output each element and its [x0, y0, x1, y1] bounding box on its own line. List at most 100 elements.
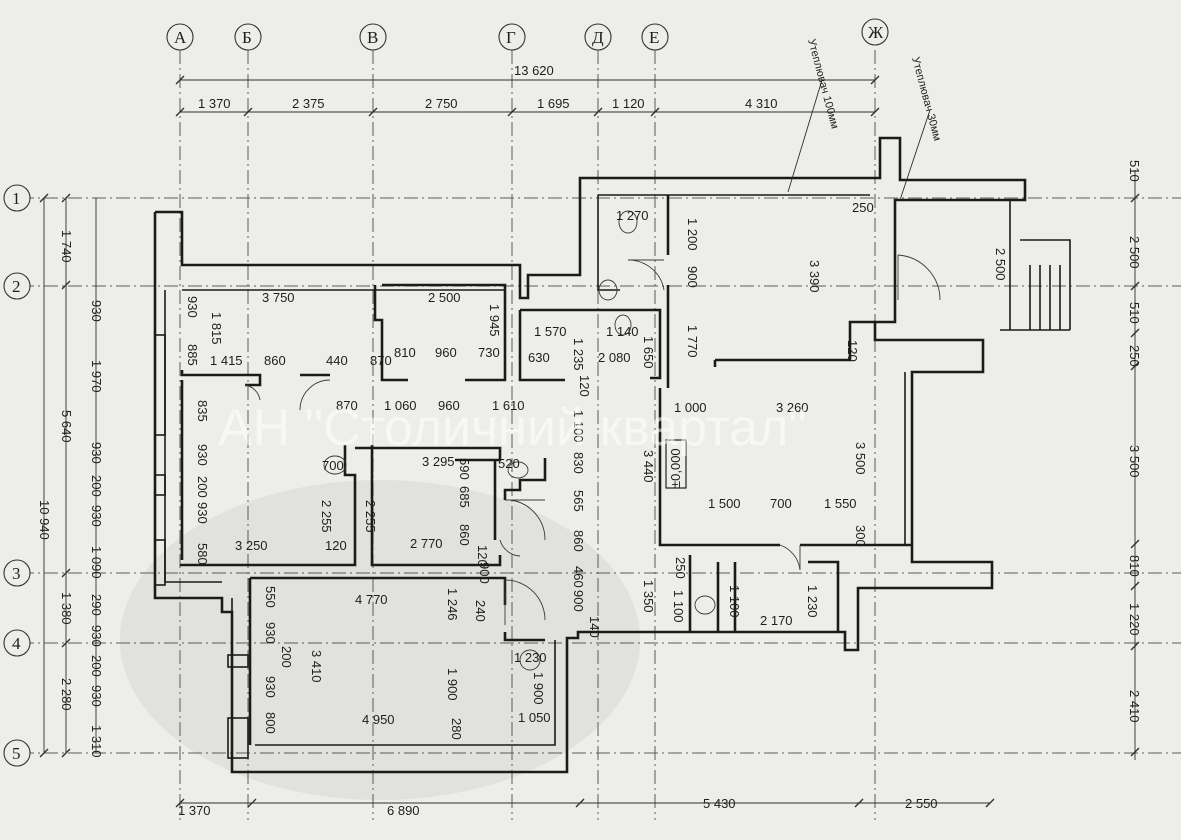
- dim-interior: 1 415: [210, 353, 243, 368]
- dim-interior: 3 390: [807, 260, 822, 293]
- axis-label-d: Д: [592, 28, 604, 47]
- dim-interior: 960: [438, 398, 460, 413]
- dim-interior: 1 100: [571, 410, 586, 443]
- dim-right: 510: [1127, 160, 1142, 182]
- dim-top-seg: 1 695: [537, 96, 570, 111]
- dim-interior: 200: [195, 476, 210, 498]
- dim-interior: 700: [322, 458, 344, 473]
- dim-left-b: 930: [89, 300, 104, 322]
- dim-interior: 1 060: [384, 398, 417, 413]
- dim-interior: 280: [449, 718, 464, 740]
- dim-interior: 1 270: [616, 208, 649, 223]
- dim-interior: 860: [457, 524, 472, 546]
- dim-right: 250: [1127, 345, 1142, 367]
- dim-interior: 1 140: [606, 324, 639, 339]
- dim-top-overall: 13 620: [514, 63, 554, 78]
- sanitary-fixtures: [323, 210, 716, 671]
- dim-interior: 930: [195, 444, 210, 466]
- dim-left-b: 930: [89, 442, 104, 464]
- dim-top-seg: 2 750: [425, 96, 458, 111]
- dimension-lines: [39, 75, 1140, 808]
- dim-interior: 1 350: [641, 580, 656, 613]
- axis-label-b: Б: [242, 28, 252, 47]
- dim-interior: 2 770: [410, 536, 443, 551]
- axis-label-4: 4: [12, 634, 21, 653]
- dimension-texts: 13 620 1 370 2 375 2 750 1 695 1 120 4 3…: [37, 63, 1142, 818]
- dim-bottom-seg: 6 890: [387, 803, 420, 818]
- dim-left-a: 5 640: [59, 410, 74, 443]
- dim-interior: 1 550: [824, 496, 857, 511]
- dim-left-b: 1 970: [89, 360, 104, 393]
- dim-left-a: 1 740: [59, 230, 74, 263]
- dim-interior: 200: [279, 646, 294, 668]
- dim-left-b: 930: [89, 625, 104, 647]
- dim-interior: 2 080: [598, 350, 631, 365]
- dim-interior: 900: [477, 562, 492, 584]
- dim-interior: 250: [852, 200, 874, 215]
- axis-label-2: 2: [12, 277, 21, 296]
- dim-interior: 930: [195, 502, 210, 524]
- dim-interior: 3 500: [853, 442, 868, 475]
- dim-interior: 1 050: [518, 710, 551, 725]
- axis-label-g: Г: [506, 28, 516, 47]
- dim-interior: 440: [326, 353, 348, 368]
- axis-number-bubbles: 1 2 3 4 5: [3, 184, 31, 767]
- dim-interior: 900: [571, 590, 586, 612]
- dim-left-a: 2 280: [59, 678, 74, 711]
- dim-bottom-seg: 5 430: [703, 796, 736, 811]
- dim-interior: 1 235: [571, 338, 586, 371]
- dim-interior: 1 770: [685, 325, 700, 358]
- axis-grid: [20, 50, 1181, 820]
- dim-interior: 930: [263, 676, 278, 698]
- dim-right: 3 500: [1127, 445, 1142, 478]
- axis-label-zh: Ж: [868, 23, 884, 42]
- dim-left-b: 290: [89, 594, 104, 616]
- dim-interior: 630: [528, 350, 550, 365]
- dim-interior: 3 295: [422, 454, 455, 469]
- interior-dimension-texts: 1 270 250 1 200 900 3 390 2 500 1 770 12…: [185, 200, 1008, 740]
- dim-interior: 930: [185, 296, 200, 318]
- dim-interior: 900: [685, 266, 700, 288]
- dim-interior: 930: [263, 622, 278, 644]
- dim-interior: 460: [571, 566, 586, 588]
- axis-label-5: 5: [12, 744, 21, 763]
- dim-right: 510: [1127, 302, 1142, 324]
- axis-label-v: В: [367, 28, 378, 47]
- dim-right: 2 410: [1127, 690, 1142, 723]
- axis-letter-bubbles: А Б В Г Д Е Ж: [166, 18, 889, 51]
- dim-interior: 2 255: [363, 500, 378, 533]
- dim-left-a: 1 380: [59, 592, 74, 625]
- dim-interior: 565: [571, 490, 586, 512]
- dim-interior: 3 410: [309, 650, 324, 683]
- dim-interior: 2 255: [319, 500, 334, 533]
- dim-interior: 860: [571, 530, 586, 552]
- dim-interior: 960: [435, 345, 457, 360]
- dim-interior: 800: [263, 712, 278, 734]
- dim-interior: 120: [325, 538, 347, 553]
- dim-interior: 700: [770, 496, 792, 511]
- dim-interior: 300: [853, 525, 868, 547]
- dim-interior: 1 230: [805, 585, 820, 618]
- dim-interior: 120: [475, 545, 490, 567]
- dim-top-seg: 1 120: [612, 96, 645, 111]
- dim-interior: 590: [457, 458, 472, 480]
- dim-interior: 870: [370, 353, 392, 368]
- dim-interior: 1 650: [641, 336, 656, 369]
- dim-interior: 4 770: [355, 592, 388, 607]
- dim-bottom-seg: 1 370: [178, 803, 211, 818]
- dim-right: 1 220: [1127, 603, 1142, 636]
- dim-left-b: 1 090: [89, 546, 104, 579]
- dim-left-overall: 10 940: [37, 500, 52, 540]
- dim-interior: 685: [457, 486, 472, 508]
- dim-interior: 2 170: [760, 613, 793, 628]
- dim-interior: 2 500: [428, 290, 461, 305]
- axis-label-3: 3: [12, 564, 21, 583]
- dim-interior: 120: [845, 340, 860, 362]
- dim-right: 2 500: [1127, 236, 1142, 269]
- dim-top-seg: 1 370: [198, 96, 231, 111]
- dim-right: 810: [1127, 555, 1142, 577]
- dim-interior: 4 950: [362, 712, 395, 727]
- dim-interior: 810: [394, 345, 416, 360]
- dim-interior: 3 250: [235, 538, 268, 553]
- dim-interior: 870: [336, 398, 358, 413]
